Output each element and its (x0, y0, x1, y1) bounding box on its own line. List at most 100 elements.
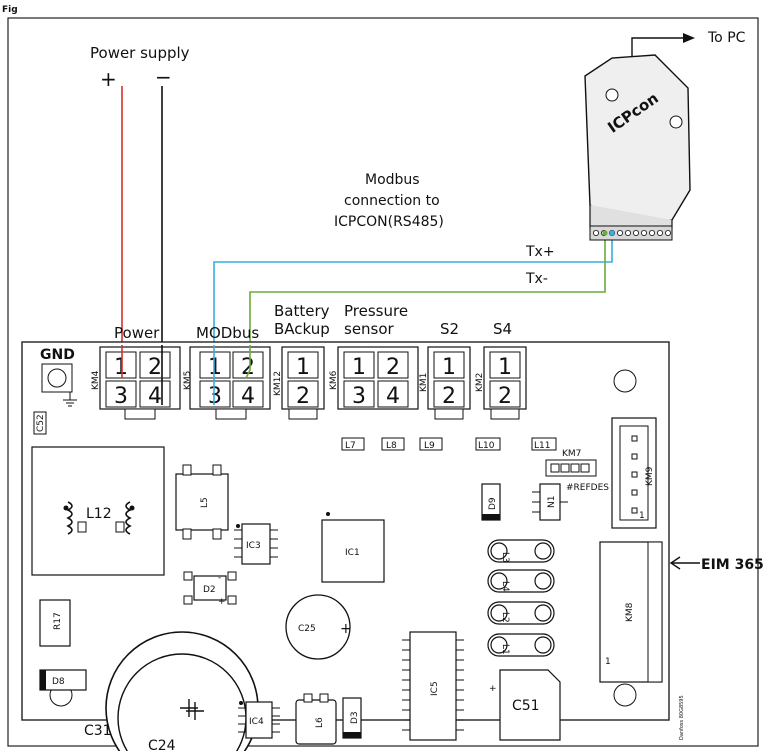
svg-text:KM5: KM5 (183, 371, 193, 390)
svg-text:1: 1 (442, 355, 456, 380)
svg-text:L7: L7 (345, 441, 356, 451)
km12-battery-connector: 1 2 KM12 (273, 346, 325, 420)
svg-text:4: 4 (386, 384, 400, 409)
svg-text:4: 4 (241, 384, 255, 409)
km6-pressure-connector: 1 2 3 4 KM6 (329, 346, 419, 410)
svg-text:L10: L10 (478, 441, 495, 451)
svg-text:2: 2 (241, 355, 255, 380)
svg-text:C52: C52 (36, 414, 46, 432)
ic1-chip: IC1 (321, 512, 385, 583)
svg-text:L8: L8 (386, 441, 397, 451)
icpcon-module: ICPcon (584, 33, 695, 241)
svg-text:3: 3 (114, 384, 128, 409)
svg-text:1: 1 (605, 657, 611, 667)
svg-text:1: 1 (498, 355, 512, 380)
l2-label: L2 (500, 612, 510, 623)
c51-capacitor: C51 + (489, 669, 561, 741)
s4-label: S4 (493, 320, 512, 338)
svg-text:R17: R17 (53, 612, 63, 630)
svg-text:4: 4 (148, 384, 162, 409)
mounting-hole (613, 369, 637, 393)
svg-text:2: 2 (498, 384, 512, 409)
svg-text:3: 3 (208, 384, 222, 409)
svg-text:1: 1 (352, 355, 366, 380)
svg-text:KM12: KM12 (273, 371, 283, 396)
modbus-note-line3: ICPCON(RS485) (334, 214, 444, 230)
km8-connector: KM8 1 (599, 541, 663, 683)
svg-text:IC5: IC5 (430, 681, 440, 696)
s2-label: S2 (440, 320, 459, 338)
km1-s2-connector: 1 2 KM1 (419, 346, 471, 420)
svg-text:KM6: KM6 (329, 370, 339, 390)
power-connector-label: Power (114, 324, 160, 342)
modbus-note-line1: Modbus (365, 172, 420, 188)
svg-text:IC1: IC1 (345, 548, 360, 558)
figure-title: Fig (2, 5, 18, 15)
km5-modbus-connector: 1 2 3 4 KM5 (183, 346, 271, 420)
svg-text:KM8: KM8 (625, 602, 635, 622)
svg-text:L5: L5 (200, 497, 210, 508)
svg-text:2: 2 (148, 355, 162, 380)
tx-plus-label: Tx+ (525, 244, 555, 260)
svg-text:N1: N1 (547, 496, 557, 508)
svg-text:C51: C51 (512, 698, 540, 714)
svg-text:IC4: IC4 (249, 717, 264, 727)
svg-text:KM7: KM7 (562, 449, 581, 459)
svg-text:1: 1 (208, 355, 222, 380)
svg-text:+: + (218, 597, 226, 607)
svg-text:2: 2 (296, 384, 310, 409)
svg-text:KM2: KM2 (475, 373, 485, 392)
n1-transistor: N1 #REFDES (532, 483, 609, 521)
gnd-label: GND (40, 347, 75, 363)
eim-label: EIM 365 (701, 557, 764, 573)
to-pc-label: To PC (707, 30, 746, 46)
r17-resistor: R17 (39, 599, 71, 647)
svg-text:D3: D3 (350, 711, 360, 724)
svg-text:L6: L6 (315, 717, 325, 728)
battery-label-line2: BAckup (274, 320, 330, 338)
svg-text:C25: C25 (298, 624, 316, 634)
battery-label-line1: Battery (274, 302, 330, 320)
km4-power-connector: 1 2 3 4 KM4 (91, 346, 181, 420)
footer-code: Danfoss 80G8595 (679, 695, 685, 740)
svg-text:L9: L9 (424, 441, 435, 451)
km9-connector: KM9 1 (611, 417, 657, 529)
tx-minus-label: Tx- (525, 271, 548, 287)
svg-text:D8: D8 (52, 677, 65, 687)
c52-component: C52 (33, 411, 47, 435)
pressure-label-line1: Pressure (344, 302, 408, 320)
svg-text:-: - (218, 573, 221, 583)
c25-capacitor: C25 + (285, 594, 352, 660)
svg-text:+: + (489, 684, 497, 694)
km2-s4-connector: 1 2 KM2 (475, 346, 527, 420)
modbus-connector-label: MODbus (196, 324, 259, 342)
svg-text:#REFDES: #REFDES (566, 483, 609, 493)
svg-text:+: + (340, 621, 352, 637)
svg-text:D2: D2 (203, 585, 216, 595)
svg-text:L12: L12 (86, 506, 112, 522)
svg-text:C31: C31 (84, 723, 112, 739)
l1-label: L1 (500, 644, 510, 655)
ic5-chip: IC5 (402, 631, 464, 741)
l12-inductor: L12 (31, 446, 165, 576)
svg-text:KM9: KM9 (645, 466, 655, 486)
blue-wire (213, 238, 613, 405)
svg-text:1: 1 (114, 355, 128, 380)
svg-text:KM4: KM4 (91, 370, 101, 390)
d3-diode: D3 (342, 697, 362, 739)
mounting-hole (613, 683, 637, 707)
ic4-chip: IC4 (238, 701, 280, 739)
power-supply-label: Power supply (90, 44, 190, 62)
svg-text:D9: D9 (488, 497, 498, 510)
plus-sign: + (100, 67, 117, 91)
km7-jumper: KM7 (545, 449, 597, 477)
svg-text:IC3: IC3 (246, 541, 261, 551)
svg-text:KM1: KM1 (419, 373, 429, 392)
svg-text:L11: L11 (534, 441, 550, 451)
pressure-label-line2: sensor (344, 320, 395, 338)
modbus-note-line2: connection to (344, 193, 440, 209)
d8-diode: D8 (39, 669, 87, 691)
eim-arrow (669, 556, 700, 570)
l3-label: L3 (500, 552, 510, 563)
l1-l4-inductor-stack (487, 539, 555, 657)
